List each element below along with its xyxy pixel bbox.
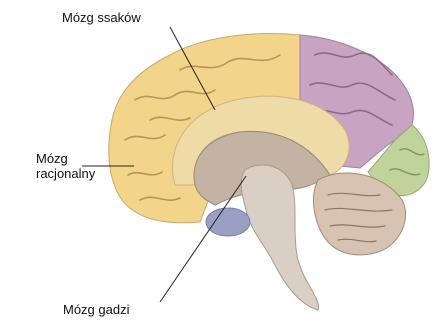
label-rational-brain: Mózg racjonalny [36,151,95,181]
label-reptilian-brain: Mózg gadzi [63,302,129,317]
temporal-shadow [206,208,250,236]
label-mammalian-brain: Mózg ssaków [62,10,141,25]
label-rational-line1: Mózg [36,151,95,166]
brainstem [241,165,318,310]
label-rational-line2: racjonalny [36,166,95,181]
